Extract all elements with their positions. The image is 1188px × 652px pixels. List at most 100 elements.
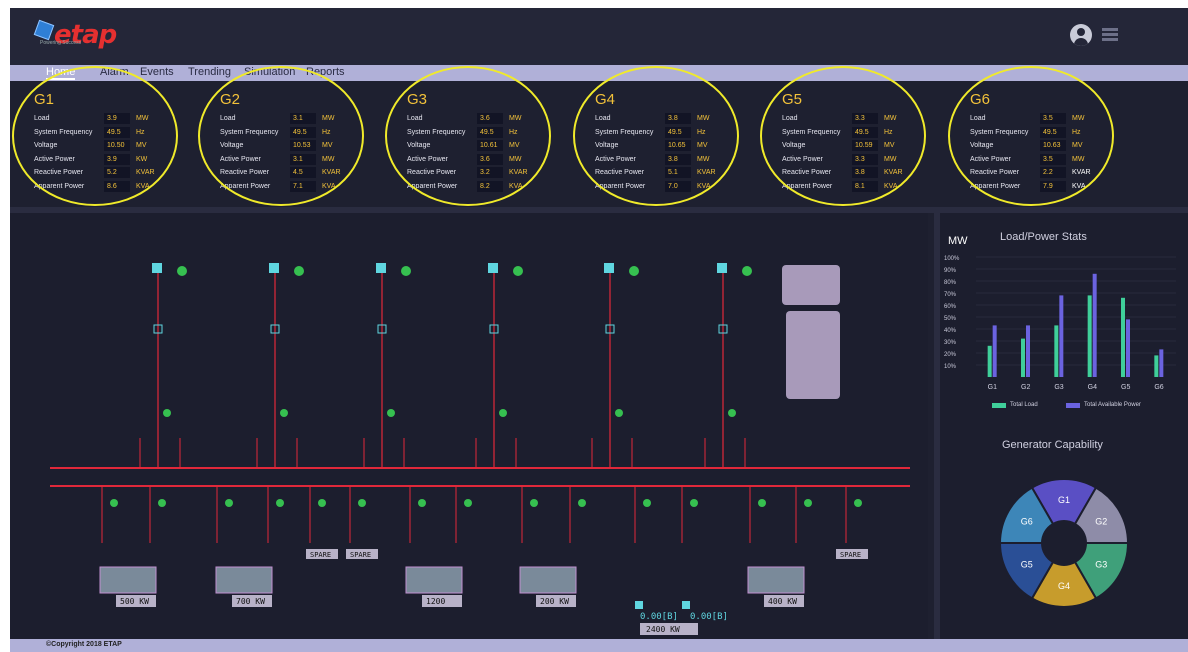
donut-slice[interactable] [1073,486,1130,544]
bar-available[interactable] [992,325,997,377]
feeder-breaker-icon [418,499,426,507]
substation-photo[interactable] [405,566,463,594]
feeder-breaker-icon [854,499,862,507]
highlight-circle [573,66,739,206]
generator-symbol[interactable] [717,263,727,273]
bar-load[interactable] [1021,338,1025,377]
bar-load[interactable] [987,345,992,377]
substation-photo[interactable] [747,566,805,594]
user-avatar-icon[interactable] [1070,24,1092,46]
slice-label: G4 [1058,581,1070,591]
generator-symbol[interactable] [376,263,386,273]
highlight-circle [12,66,178,206]
bar-available[interactable] [1059,295,1064,377]
control-panel-box[interactable] [782,265,840,305]
load-value: 200 KW [540,597,569,606]
highlight-circle [385,66,551,206]
x-tick-label: G6 [1154,384,1163,391]
bar-available[interactable] [1126,319,1130,377]
feeder-breaker-icon [530,499,538,507]
breaker-status-icon [629,266,639,276]
y-tick-label: 60% [944,304,957,310]
total-box [640,623,698,635]
y-tick-label: 40% [944,328,957,334]
substation-photo[interactable] [519,566,577,594]
donut-slice[interactable] [1030,560,1098,608]
relay-icon [387,409,395,417]
y-tick-label: 10% [944,364,957,370]
relay-icon [280,409,288,417]
bar-load[interactable] [1121,297,1125,377]
substation-photo[interactable] [215,566,273,594]
feeder-breaker-icon [225,499,233,507]
x-tick-label: G3 [1054,384,1063,391]
x-tick-label: G1 [988,384,997,391]
x-tick-label: G4 [1088,384,1097,391]
transformer-symbol [270,324,280,334]
feeder-breaker-icon [578,499,586,507]
slice-label: G3 [1095,560,1107,570]
divider [10,207,1188,213]
control-panel-box[interactable] [786,311,840,399]
footer: ©Copyright 2018 ETAP [10,639,1188,652]
legend-total-load: Total Load [992,402,1038,408]
tab-trending[interactable]: Trending [188,66,232,78]
app-window: etap Powering Success Home Alarm Events … [10,8,1188,652]
load-value-box [764,595,804,607]
slice-label: G1 [1058,495,1070,505]
y-tick-label: 80% [944,280,957,286]
spare-label: SPARE [840,551,861,559]
bar-available[interactable] [1092,273,1097,377]
y-tick-label: 20% [944,352,957,358]
legend-total-available: Total Available Power [1066,402,1141,408]
relay-icon [728,409,736,417]
feeder-breaker-icon [690,499,698,507]
generator-symbol[interactable] [152,263,162,273]
logo-tagline: Powering Success [40,40,82,46]
feeder-breaker-icon [276,499,284,507]
bar-load[interactable] [1054,325,1059,377]
y-tick-label: 30% [944,340,957,346]
tab-events[interactable]: Events [140,66,174,78]
bar-available[interactable] [1026,325,1030,377]
legend-label-load: Total Load [1010,402,1038,408]
breaker-status-icon [177,266,187,276]
donut-slice[interactable] [1030,478,1098,526]
y-tick-label: 90% [944,268,957,274]
feeder-breaker-icon [643,499,651,507]
donut-slice[interactable] [998,486,1055,544]
y-tick-label: 100% [944,256,960,262]
donut-slice[interactable] [998,542,1055,600]
slice-label: G2 [1095,517,1107,527]
bar-available[interactable] [1159,349,1164,377]
load-value-box [536,595,576,607]
legend-swatch-available [1066,402,1080,408]
transformer-symbol [153,324,163,334]
generator-symbol[interactable] [269,263,279,273]
breaker-status-icon [513,266,523,276]
generator-symbol[interactable] [488,263,498,273]
bar-load[interactable] [1154,355,1159,377]
feeder-breaker-icon [110,499,118,507]
bar-load[interactable] [1087,295,1092,377]
readout-left: 0.00[B] [640,612,678,622]
load-value: 700 KW [236,597,265,606]
load-power-stats-title: Load/Power Stats [1000,231,1087,243]
generator-symbol[interactable] [604,263,614,273]
highlight-circle [198,66,364,206]
x-tick-label: G2 [1021,384,1030,391]
relay-icon [499,409,507,417]
spare-box [836,549,868,559]
legend-label-available: Total Available Power [1084,402,1141,408]
highlight-circle [948,66,1114,206]
feeder-breaker-icon [318,499,326,507]
hamburger-menu-icon[interactable] [1102,28,1118,41]
substation-photo[interactable] [99,566,157,594]
etap-logo[interactable]: etap [33,19,117,50]
y-tick-label: 50% [944,316,957,322]
readout-right: 0.00[B] [690,612,728,622]
